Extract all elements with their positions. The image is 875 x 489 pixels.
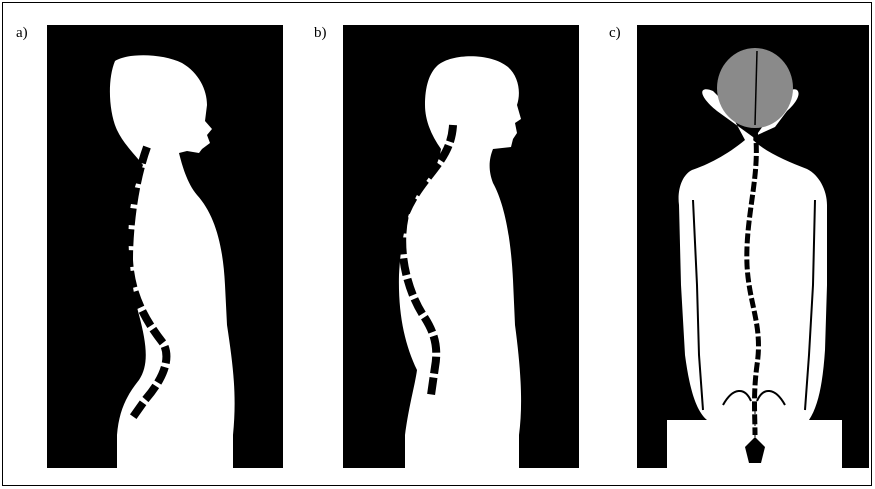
panel-label-b: b)	[314, 25, 327, 42]
panel-label-c: c)	[609, 25, 621, 42]
panel-c-posture-back	[637, 25, 869, 468]
panel-b-silhouette	[343, 25, 579, 468]
panel-a-silhouette	[47, 25, 283, 468]
panel-c-silhouette	[637, 25, 869, 468]
panel-label-a: a)	[16, 25, 28, 42]
panel-b-posture-side	[343, 25, 579, 468]
panel-a-posture-side	[47, 25, 283, 468]
